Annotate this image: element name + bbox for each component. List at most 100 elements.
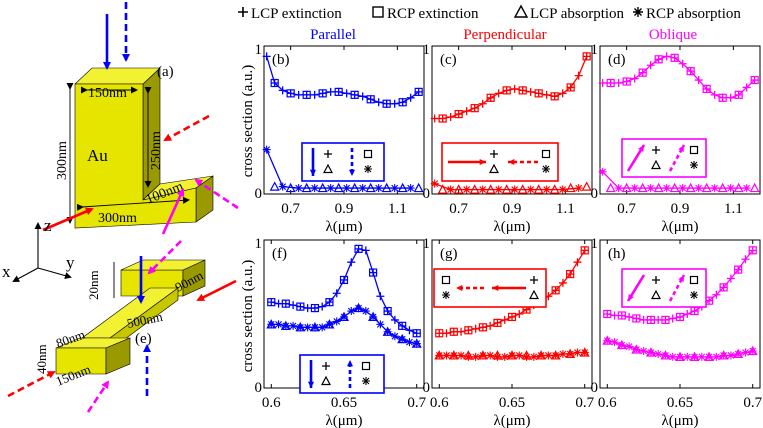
data-point-square	[478, 323, 488, 332]
x-tick-label: 0.6	[262, 395, 281, 411]
data-point-plus	[435, 329, 444, 338]
legend-item-rcp-extinction: RCP extinction	[372, 6, 479, 22]
data-point-plus	[617, 311, 626, 320]
data-point-star	[296, 323, 305, 332]
data-point-star	[398, 335, 407, 344]
data-point-square	[603, 309, 612, 319]
data-point-plus	[464, 326, 473, 335]
data-point-square	[734, 90, 743, 99]
dim-label-250nm: 250nm	[149, 131, 164, 170]
x-tick-label: 0.6	[430, 395, 449, 411]
data-point-plus	[340, 275, 348, 284]
inner-legend	[621, 268, 707, 308]
y-axis-label: y	[66, 253, 75, 272]
data-point-plus	[347, 258, 356, 267]
data-point-star	[354, 304, 363, 313]
data-point-plus	[750, 76, 759, 85]
data-point-star	[435, 351, 444, 360]
data-point-star	[364, 165, 372, 173]
data-point-star	[342, 184, 351, 193]
data-point-plus	[676, 312, 684, 321]
data-point-star	[449, 351, 458, 360]
data-point-star	[262, 145, 271, 154]
structure-a-diagram: (a) Au 150nm 300nm 250nm 100nm 300nm	[42, 2, 239, 235]
data-point-plus	[334, 87, 343, 96]
data-point-plus	[354, 244, 363, 253]
x-tick-label: 0.7	[617, 201, 636, 217]
data-point-plus	[500, 315, 509, 324]
data-point-star	[294, 184, 303, 193]
legend-arrow-solid-icon-head	[492, 284, 499, 292]
data-point-square	[606, 78, 615, 88]
data-point-plus	[508, 312, 516, 321]
y-tick-label-top: 1	[255, 236, 263, 252]
data-point-star	[358, 184, 367, 193]
data-point-square	[412, 329, 421, 338]
data-point-square	[550, 92, 559, 101]
data-point-triangle	[413, 182, 424, 193]
data-point-plus	[405, 326, 414, 335]
panel-label: (f)	[272, 246, 287, 262]
data-point-square	[750, 75, 759, 85]
data-point-triangle	[437, 184, 448, 194]
data-point-plus	[668, 314, 677, 323]
data-point-plus	[390, 99, 399, 108]
data-point-plus	[361, 246, 370, 255]
data-point-plus	[374, 98, 383, 107]
data-point-square	[493, 318, 502, 327]
legend-label: RCP absorption	[646, 6, 741, 22]
data-point-star	[442, 291, 450, 299]
data-point-star	[522, 352, 531, 361]
x-tick-label: 0.9	[503, 201, 522, 217]
data-point-plus	[478, 323, 487, 332]
data-point-square	[551, 286, 560, 295]
data-point-plus	[661, 315, 670, 324]
data-point-square	[286, 89, 295, 98]
data-point-star	[742, 184, 751, 193]
data-point-square	[383, 306, 392, 316]
data-point-square	[398, 321, 407, 330]
y-axis-title-bottom: cross section (a.u.)	[240, 260, 256, 372]
panel-label: (h)	[608, 246, 626, 262]
data-point-square	[310, 303, 320, 313]
data-point-star	[406, 184, 415, 193]
data-point-plus	[742, 83, 751, 92]
data-point-star	[281, 321, 290, 330]
oblique-arrow-bottom-icon	[86, 380, 110, 413]
data-point-star	[610, 338, 619, 347]
data-point-star	[383, 327, 392, 336]
data-point-triangle	[323, 163, 333, 174]
data-point-star	[551, 351, 560, 360]
x-axis-label: λ(μm)	[662, 219, 699, 235]
data-point-star	[537, 351, 546, 360]
legend-label: LCP absorption	[530, 6, 625, 22]
data-point-plus	[550, 92, 559, 101]
data-point-plus	[289, 301, 298, 310]
data-point-plus	[710, 90, 719, 99]
data-point-plus	[366, 95, 375, 104]
panel-label: (d)	[608, 52, 626, 68]
data-point-star	[347, 307, 356, 316]
data-point-star	[542, 185, 551, 194]
data-point-plus	[598, 79, 607, 87]
data-point-star	[310, 184, 319, 193]
data-point-star	[405, 338, 414, 347]
coordinate-axes: z x y	[2, 216, 75, 282]
data-point-star	[362, 377, 370, 385]
x-tick-label: 1.1	[556, 201, 575, 217]
data-point-plus	[267, 298, 276, 307]
data-point-square	[339, 275, 349, 285]
data-point-star	[726, 184, 735, 193]
data-point-star	[705, 352, 714, 361]
plus-marker-icon	[238, 7, 248, 17]
data-point-plus	[446, 113, 455, 122]
data-point-plus	[566, 270, 575, 279]
data-point-star	[690, 161, 698, 169]
dim-line-width-bottom	[76, 196, 190, 211]
oblique-arrow-dashed-icon	[194, 178, 239, 210]
dim-label-150nm: 150nm	[88, 86, 127, 101]
data-point-square	[718, 93, 727, 102]
data-point-plus	[294, 90, 303, 99]
